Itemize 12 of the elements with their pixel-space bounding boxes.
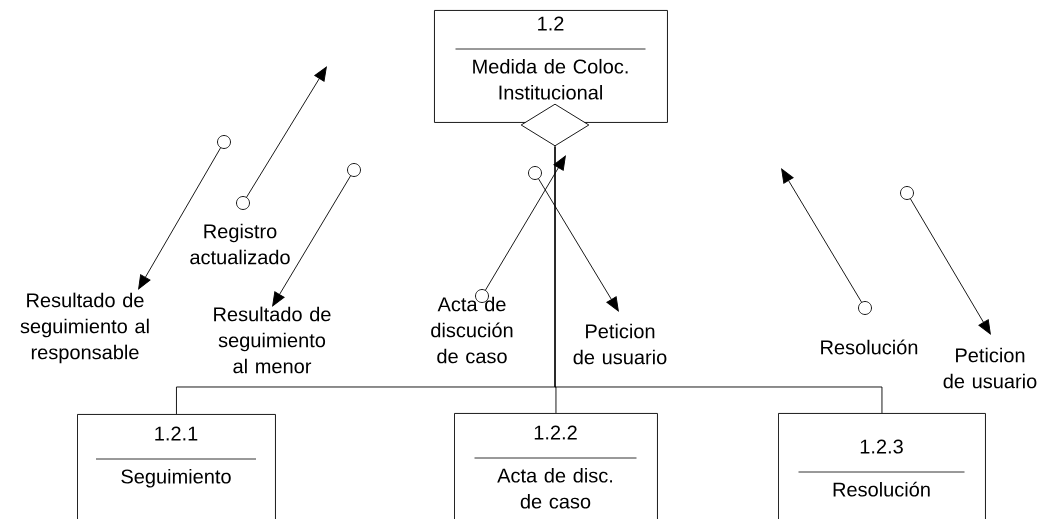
process-box: 1.2.1 Seguimiento bbox=[77, 414, 276, 519]
flow-label: Peticion de usuario bbox=[943, 347, 1037, 389]
flow-label: Registro actualizado bbox=[190, 223, 290, 265]
connector-line bbox=[554, 146, 883, 414]
flow-label: Acta de discución de caso bbox=[431, 296, 513, 364]
process-box: 1.2.2 Acta de disc. de caso bbox=[454, 413, 658, 519]
process-box: 1.2.3 Resolución bbox=[778, 413, 986, 519]
flow-label: Resultado de seguimiento al menor bbox=[214, 306, 331, 374]
condition-diamond bbox=[520, 103, 590, 147]
flow-label: Resultado de seguimiento al responsable bbox=[20, 292, 149, 364]
flow-label: Resolución bbox=[821, 339, 918, 355]
flow-label: Peticion de usuario bbox=[573, 323, 667, 365]
